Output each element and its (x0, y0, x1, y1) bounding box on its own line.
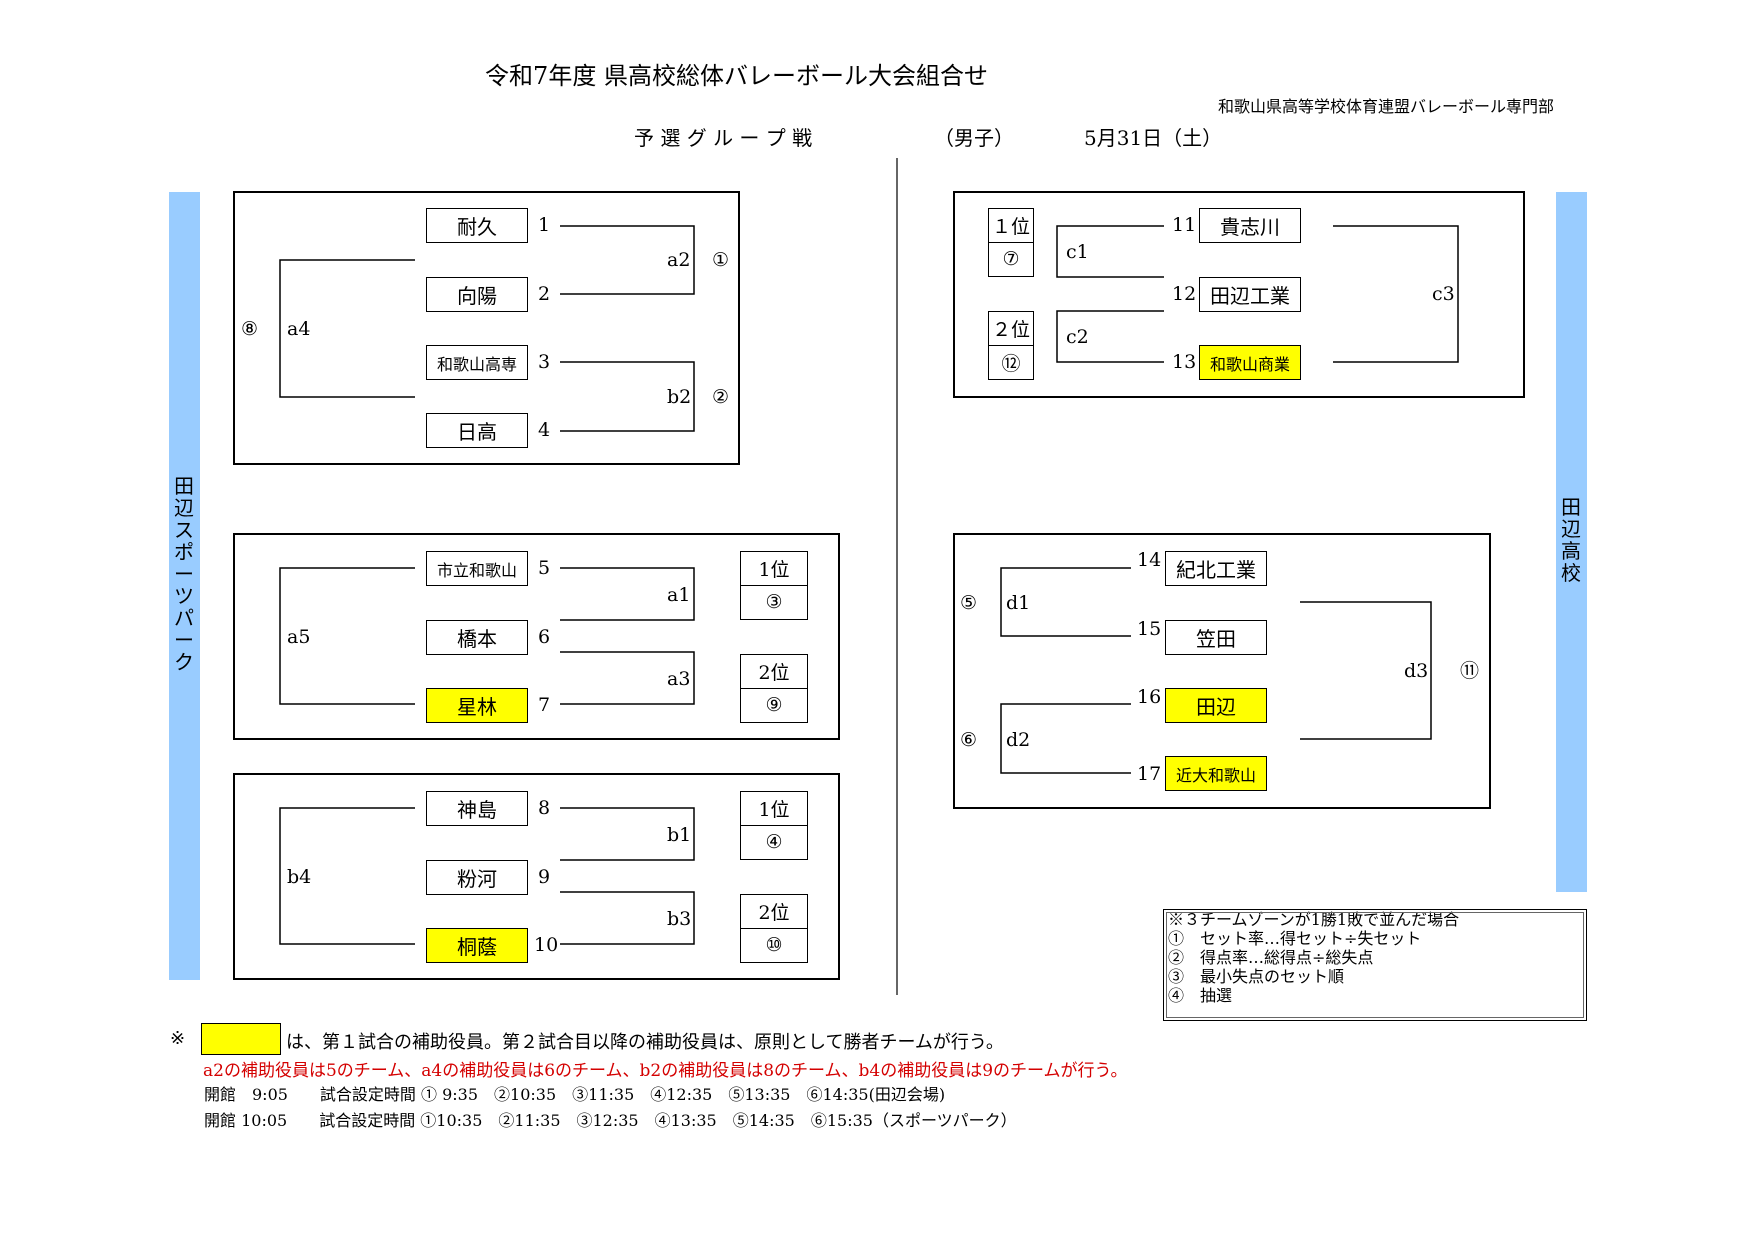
tiebreak-rule: ④ 抽選 (1168, 986, 1233, 1005)
team-box: 向陽 (426, 277, 528, 312)
seed-number: 11 (1172, 214, 1197, 236)
rank-box: 2位 ⑩ (740, 894, 808, 963)
match-number: ⑥ (960, 729, 978, 751)
rank-match-number: ⑩ (765, 934, 783, 957)
team-box: 橋本 (426, 620, 528, 655)
venue-left-label: 田辺スポーツパーク (174, 474, 194, 674)
team-box: 神島 (426, 791, 528, 826)
organization-name: 和歌山県高等学校体育連盟バレーボール専門部 (1217, 97, 1554, 116)
seed-number: 9 (538, 866, 551, 888)
match-number: ⑧ (241, 318, 259, 340)
match-label: b4 (287, 866, 312, 888)
venue-bar-right (1556, 192, 1587, 892)
match-number: ⑪ (1460, 660, 1480, 682)
team-box: 耐久 (426, 208, 528, 243)
rank-match-number: ⑫ (1001, 352, 1021, 375)
venue-bar-left (169, 192, 200, 980)
rank-label: 2位 (741, 895, 807, 929)
team-box: 粉河 (426, 860, 528, 895)
rank-box: 1位 ③ (740, 551, 808, 620)
team-box: 日高 (426, 413, 528, 448)
schedule-line: 開館 9:05 試合設定時間 ① 9:35 ②10:35 ③11:35 ④12:… (204, 1085, 946, 1104)
seed-number: 17 (1137, 763, 1162, 785)
division-label: （男子） (934, 126, 1014, 150)
venue-right-label: 田辺高校 (1561, 495, 1581, 585)
rank-box: ２位 ⑫ (988, 311, 1034, 380)
seed-number: 7 (538, 694, 551, 716)
referee-note: は、第１試合の補助役員。第２試合目以降の補助役員は、原則として勝者チームが行う。 (286, 1032, 1004, 1053)
match-label: a1 (667, 584, 691, 606)
match-label: b3 (667, 908, 692, 930)
match-label: d2 (1006, 729, 1031, 751)
team-box: 笠田 (1165, 620, 1267, 655)
seed-number: 12 (1172, 283, 1197, 305)
rank-box: 1位 ④ (740, 791, 808, 860)
match-label: a3 (667, 668, 691, 690)
match-label: a4 (287, 318, 311, 340)
seed-number: 14 (1137, 549, 1162, 571)
tiebreak-rule: ③ 最小失点のセット順 (1168, 967, 1345, 986)
team-box: 貴志川 (1199, 208, 1301, 243)
rank-label: 2位 (741, 655, 807, 689)
match-number: ⑤ (960, 592, 978, 614)
rank-label: ２位 (989, 312, 1033, 346)
note-asterisk: ※ (170, 1028, 186, 1049)
team-box: 紀北工業 (1165, 551, 1267, 586)
rank-match-number: ⑦ (1002, 248, 1020, 271)
seed-number: 13 (1172, 351, 1197, 373)
rank-box: １位 ⑦ (988, 208, 1034, 277)
seed-number: 15 (1137, 618, 1162, 640)
highlight-swatch (201, 1023, 281, 1055)
match-number: ① (712, 249, 730, 271)
seed-number: 5 (538, 557, 551, 579)
rank-box: 2位 ⑨ (740, 654, 808, 723)
seed-number: 3 (538, 351, 551, 373)
date-label: 5月31日（土） (1084, 126, 1223, 150)
schedule-line: 開館 10:05 試合設定時間 ①10:35 ②11:35 ③12:35 ④13… (204, 1111, 1017, 1130)
tiebreak-rule: ① セット率…得セット÷失セット (1168, 929, 1422, 948)
tiebreak-box: ※３チームゾーンが1勝1敗で並んだ場合 ① セット率…得セット÷失セット ② 得… (1163, 909, 1587, 1021)
match-label: a2 (667, 249, 691, 271)
seed-number: 4 (538, 419, 551, 441)
subtitle: 予 選 グ ル ー プ 戦 （男子） 5月31日（土） (634, 122, 1222, 151)
match-label: c1 (1066, 241, 1089, 263)
match-label: c3 (1432, 283, 1455, 305)
seed-number: 2 (538, 283, 551, 305)
seed-number: 6 (538, 626, 551, 648)
referee-assignment-note: a2の補助役員は5のチーム、a4の補助役員は6のチーム、b2の補助役員は8のチー… (203, 1061, 1128, 1081)
match-label: d1 (1006, 592, 1031, 614)
rank-match-number: ③ (765, 591, 783, 614)
tiebreak-heading: ※３チームゾーンが1勝1敗で並んだ場合 (1168, 910, 1460, 929)
team-box-highlighted: 桐蔭 (426, 928, 528, 963)
team-box-highlighted: 星林 (426, 688, 528, 723)
stage-label: 予 選 グ ル ー プ 戦 (634, 126, 813, 150)
rank-label: １位 (989, 209, 1033, 243)
tiebreak-rule: ② 得点率…総得点÷総失点 (1168, 948, 1374, 967)
match-label: c2 (1066, 326, 1089, 348)
match-label: b2 (667, 386, 692, 408)
rank-match-number: ④ (765, 831, 783, 854)
team-box: 田辺工業 (1199, 277, 1301, 312)
team-box-highlighted: 近大和歌山 (1165, 756, 1267, 791)
rank-label: 1位 (741, 552, 807, 586)
match-label: b1 (667, 824, 692, 846)
rank-label: 1位 (741, 792, 807, 826)
rank-match-number: ⑨ (765, 694, 783, 717)
seed-number: 8 (538, 797, 551, 819)
match-label: a5 (287, 626, 311, 648)
seed-number: 16 (1137, 686, 1162, 708)
team-box-highlighted: 和歌山商業 (1199, 345, 1301, 380)
page-title: 令和7年度 県高校総体バレーボール大会組合せ (485, 62, 988, 90)
seed-number: 1 (538, 214, 551, 236)
match-number: ② (712, 386, 730, 408)
seed-number: 10 (534, 934, 559, 956)
match-label: d3 (1404, 660, 1429, 682)
team-box: 市立和歌山 (426, 551, 528, 586)
team-box-highlighted: 田辺 (1165, 688, 1267, 723)
team-box: 和歌山高専 (426, 345, 528, 380)
